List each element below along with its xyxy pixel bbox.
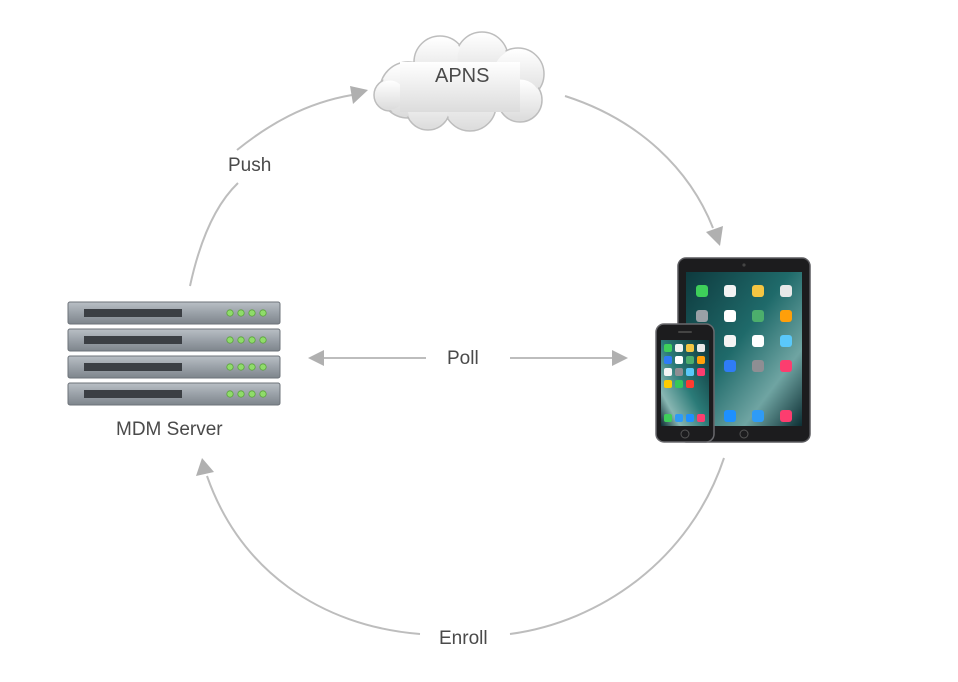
- enroll-label: Enroll: [439, 628, 488, 649]
- enroll-arrow: [206, 457, 725, 635]
- apns-to-device-arrowhead: [706, 226, 723, 246]
- mdm-server-icon: [67, 301, 281, 406]
- ipad-app-icons: [696, 285, 792, 422]
- mdm-server-label: MDM Server: [116, 419, 223, 440]
- iphone-icon: [655, 323, 715, 443]
- poll-arrowhead-right: [612, 350, 628, 366]
- poll-arrowhead-left: [308, 350, 324, 366]
- iphone-app-icons: [664, 344, 705, 422]
- apns-to-device-arrow: [564, 95, 714, 229]
- apns-cloud-icon: [373, 31, 545, 132]
- push-arrowhead: [350, 86, 368, 104]
- push-label: Push: [228, 155, 272, 176]
- server-unit: [67, 382, 281, 406]
- server-unit: [67, 355, 281, 379]
- poll-label: Poll: [447, 348, 479, 369]
- push-arrow: [189, 94, 353, 287]
- server-unit: [67, 328, 281, 352]
- enroll-arrowhead: [196, 458, 214, 476]
- server-unit: [67, 301, 281, 325]
- apns-label: APNS: [435, 65, 490, 87]
